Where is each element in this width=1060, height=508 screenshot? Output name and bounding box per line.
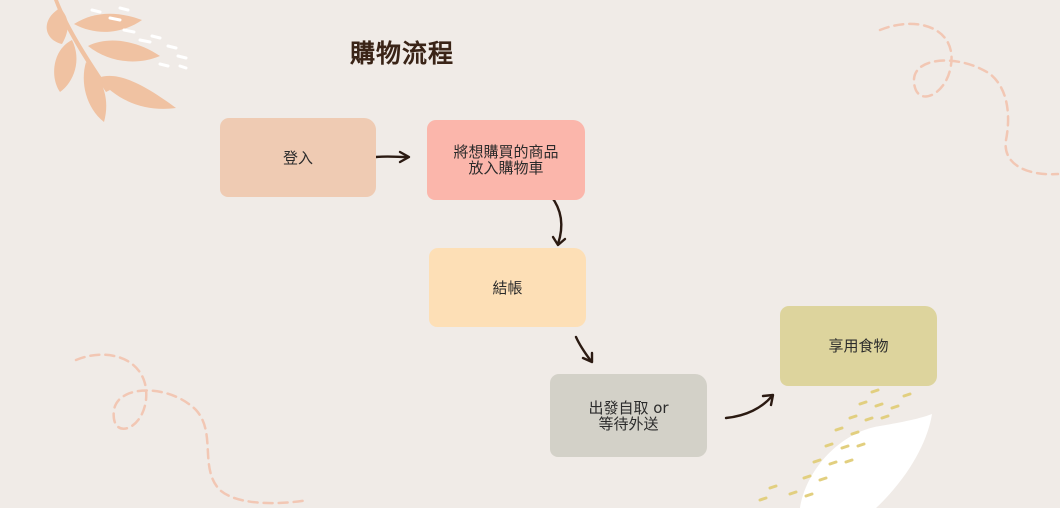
brush-stroke-decoration <box>800 414 932 508</box>
step-enjoy-label: 享用食物 <box>828 337 889 355</box>
step-pickup-or-delivery: 出發自取 or 等待外送 <box>550 374 707 457</box>
arrow-cart-to-pay-icon <box>549 194 567 247</box>
arrow-pickup-to-enjoy-icon <box>724 393 775 420</box>
step-cart-label-line1: 將想購買的商品 <box>453 143 559 161</box>
step-enjoy-food: 享用食物 <box>780 306 937 386</box>
gold-dots <box>758 388 912 502</box>
step-pickup-label-line1: 出發自取 or <box>588 398 669 417</box>
white-dash-marks <box>90 6 188 70</box>
dashed-swirl-top-right <box>878 22 1060 176</box>
step-login: 登入 <box>220 118 376 197</box>
step-checkout: 結帳 <box>429 248 586 327</box>
step-cart-label-line2: 放入購物車 <box>468 159 544 177</box>
dashed-swirl-bottom-left <box>74 353 310 505</box>
step-checkout-label: 結帳 <box>492 278 523 297</box>
arrow-pay-to-pickup-icon <box>574 335 594 364</box>
leaf-branch-icon <box>46 0 176 122</box>
arrow-login-to-cart-icon <box>374 150 411 164</box>
page-title: 購物流程 <box>350 39 455 68</box>
step-add-to-cart: 將想購買的商品 放入購物車 <box>427 120 585 200</box>
step-pickup-label-line2: 等待外送 <box>598 414 659 433</box>
step-login-label: 登入 <box>282 148 313 167</box>
